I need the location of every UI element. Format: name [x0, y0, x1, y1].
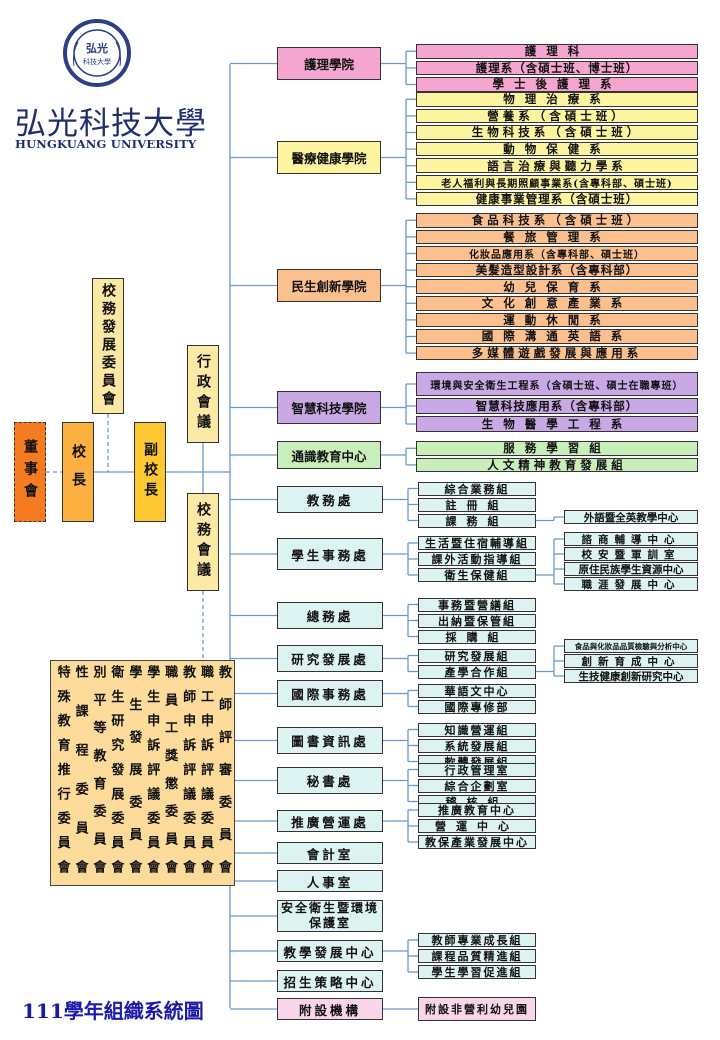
- dept-item[interactable]: 語言治療與聽力學系: [416, 158, 698, 173]
- office-1[interactable]: 學生事務處: [277, 538, 383, 570]
- office-6[interactable]: 秘書處: [277, 767, 383, 794]
- president-box[interactable]: 校長: [62, 422, 94, 522]
- university-seal: 弘光 科技大學: [62, 18, 132, 88]
- dept-item[interactable]: 護理科: [416, 44, 698, 59]
- dept-item[interactable]: 護理系（含碩士班、博士班）: [416, 60, 698, 76]
- dept-item[interactable]: 生物科技系（含碩士班）: [416, 125, 698, 140]
- office-11[interactable]: 教學發展中心: [277, 940, 383, 962]
- chart-title: 111學年組織系統圖: [22, 999, 204, 1023]
- unit-item[interactable]: 行政管理室: [418, 762, 536, 777]
- admin-meeting-box[interactable]: 行政會議: [187, 345, 219, 443]
- committee-column[interactable]: 學生申訴評議委員會: [144, 665, 160, 881]
- unit-item[interactable]: 產學合作組: [418, 664, 536, 679]
- sub-unit-item[interactable]: 原住民族學生資源中心: [564, 562, 698, 576]
- office-5[interactable]: 圖書資訊處: [277, 727, 383, 754]
- dept-item[interactable]: 營養系（含碩士班）: [416, 108, 698, 124]
- sub-unit-item[interactable]: 校安暨軍訓室: [564, 547, 698, 561]
- sub-unit-item[interactable]: 職涯發展中心: [564, 577, 698, 591]
- dept-item[interactable]: 動物保健系: [416, 141, 698, 157]
- office-2[interactable]: 總務處: [277, 602, 383, 629]
- unit-item[interactable]: 綜合企劃室: [418, 778, 536, 793]
- svg-text:弘光: 弘光: [86, 41, 108, 55]
- office-3[interactable]: 研究發展處: [277, 645, 383, 672]
- dept-item[interactable]: 化妝品應用系（含專科部、碩士班）: [416, 246, 698, 261]
- office-9[interactable]: 人事室: [277, 870, 383, 892]
- school-name-en: HUNGKUANG UNIVERSITY: [15, 137, 197, 151]
- unit-item[interactable]: 採購組: [418, 629, 536, 644]
- vice-president-box[interactable]: 副校長: [134, 422, 166, 522]
- office-7[interactable]: 推廣營運處: [277, 810, 383, 832]
- unit-item[interactable]: 課程品質精進組: [418, 949, 536, 963]
- committee-column[interactable]: 職工申訴評議委員會: [198, 665, 214, 881]
- committee-column[interactable]: 職員工獎懲委員會: [162, 665, 178, 881]
- dept-item[interactable]: 生物醫學工程系: [416, 416, 698, 432]
- unit-item[interactable]: 生活暨住宿輔導組: [418, 536, 536, 550]
- sub-unit-item[interactable]: 外語暨全英教學中心: [564, 510, 698, 524]
- unit-item[interactable]: 教師專業成長組: [418, 933, 536, 947]
- affairs-meeting-box[interactable]: 校務會議: [187, 493, 219, 591]
- dept-item[interactable]: 運動休閒系: [416, 312, 698, 328]
- office-10[interactable]: 安全衛生暨環境保護室: [277, 900, 383, 932]
- unit-item[interactable]: 研究發展組: [418, 648, 536, 663]
- unit-item[interactable]: 系統發展組: [418, 738, 536, 753]
- college-4[interactable]: 通識教育中心: [277, 441, 381, 469]
- dept-item[interactable]: 食品科技系（含碩士班）: [416, 213, 698, 228]
- board-box[interactable]: 董事會: [14, 422, 46, 522]
- school-name-cn: 弘光科技大學: [15, 106, 207, 142]
- college-1[interactable]: 醫療健康學院: [277, 141, 381, 174]
- dept-item[interactable]: 老人福利與長期照顧事業系(含專科部、碩士班): [416, 175, 698, 190]
- svg-text:科技大學: 科技大學: [83, 57, 111, 66]
- office-4[interactable]: 國際事務處: [277, 680, 383, 707]
- unit-item[interactable]: 衛生保健組: [418, 568, 536, 582]
- dept-item[interactable]: 環境與安全衛生工程系（含碩士班、碩士在職專班）: [416, 372, 698, 396]
- unit-item[interactable]: 註冊組: [418, 497, 536, 512]
- college-3[interactable]: 智慧科技學院: [277, 391, 381, 424]
- sub-unit-item[interactable]: 創新育成中心: [564, 654, 698, 668]
- unit-item[interactable]: 知識營運組: [418, 722, 536, 737]
- dept-item[interactable]: 幼兒保育系: [416, 279, 698, 294]
- dept-item[interactable]: 服務學習組: [416, 441, 698, 456]
- dept-item[interactable]: 健康事業管理系（含碩士班）: [416, 191, 698, 207]
- unit-item[interactable]: 推廣教育中心: [418, 803, 536, 817]
- dept-item[interactable]: 多媒體遊戲發展與應用系: [416, 345, 698, 361]
- committee-column[interactable]: 衛生研究發展委員會: [108, 665, 124, 881]
- sub-unit-item[interactable]: 生技健康創新研究中心: [564, 669, 698, 683]
- dept-item[interactable]: 國際溝通英語系: [416, 329, 698, 344]
- office-13[interactable]: 附設機構: [277, 998, 383, 1020]
- committees-panel: 教師評審委員會職工申訴評議委員會教師申訴評議委員會職員工獎懲委員會學生申訴評議委…: [50, 660, 235, 886]
- dept-item[interactable]: 人文精神教育發展組: [416, 457, 698, 473]
- unit-item[interactable]: 營運中心: [418, 819, 536, 833]
- office-8[interactable]: 會計室: [277, 842, 383, 864]
- sub-unit-item[interactable]: 諮商輔導中心: [564, 532, 698, 546]
- dept-item[interactable]: 美髮造型設計系（含專科部）: [416, 262, 698, 278]
- college-0[interactable]: 護理學院: [277, 47, 381, 80]
- committee-column[interactable]: 特殊教育推行委員會: [54, 665, 70, 881]
- unit-item[interactable]: 教保產業發展中心: [418, 835, 536, 849]
- dept-item[interactable]: 餐旅管理系: [416, 229, 698, 245]
- unit-item[interactable]: 學生學習促進組: [418, 965, 536, 979]
- dev-committee-box[interactable]: 校務發展委員會: [92, 278, 124, 414]
- dept-item[interactable]: 物理治療系: [416, 92, 698, 107]
- unit-item[interactable]: 課務組: [418, 513, 536, 528]
- office-0[interactable]: 教務處: [277, 486, 383, 513]
- unit-item[interactable]: 華語文中心: [418, 683, 536, 698]
- committee-column[interactable]: 教師評審委員會: [215, 665, 231, 881]
- dept-item[interactable]: 文化創意產業系: [416, 296, 698, 311]
- unit-item[interactable]: 出納暨保管組: [418, 613, 536, 628]
- unit-item[interactable]: 事務暨營繕組: [418, 597, 536, 612]
- dept-item[interactable]: 學士後護理系: [416, 77, 698, 92]
- dept-item[interactable]: 智慧科技應用系（含專科部）: [416, 398, 698, 414]
- unit-item[interactable]: 國際專修部: [418, 699, 536, 714]
- sub-unit-item[interactable]: 食品與化妝品品質檢驗與分析中心: [564, 639, 698, 653]
- unit-item[interactable]: 附設非營利幼兒園: [418, 997, 536, 1021]
- committee-column[interactable]: 教師申訴評議委員會: [180, 665, 196, 881]
- committee-column[interactable]: 學生發展委員會: [126, 665, 142, 881]
- unit-item[interactable]: 課外活動指導組: [418, 552, 536, 566]
- committee-column[interactable]: 性課程委員會: [72, 665, 88, 881]
- unit-item[interactable]: 綜合業務組: [418, 481, 536, 496]
- college-2[interactable]: 民生創新學院: [277, 269, 381, 302]
- committee-column[interactable]: 別平等教育委員會: [90, 665, 106, 881]
- office-12[interactable]: 招生策略中心: [277, 970, 383, 992]
